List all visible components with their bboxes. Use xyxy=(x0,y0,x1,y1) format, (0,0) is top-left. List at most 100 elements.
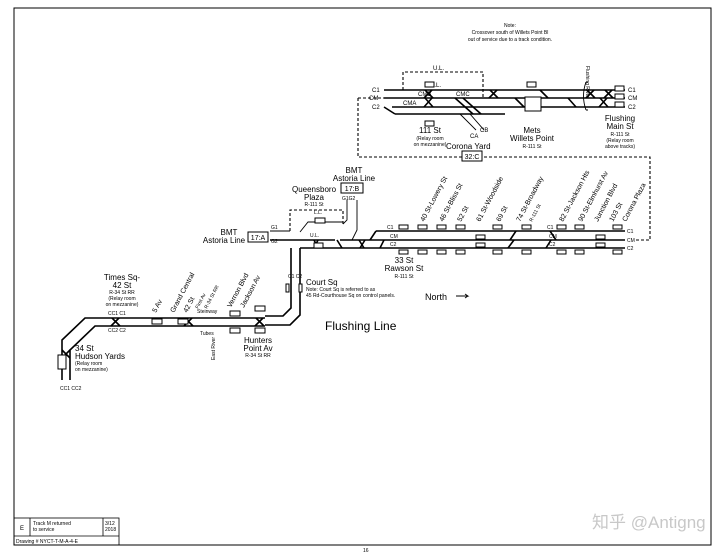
svg-text:Tubes: Tubes xyxy=(200,331,214,337)
station-court-sq: Court Sq Note: Court Sq is referred to a… xyxy=(285,278,395,299)
svg-text:R-111 St: R-111 St xyxy=(305,202,325,208)
station-rawson-st: 33 St Rawson St R-111 St xyxy=(385,256,424,280)
signal-tower xyxy=(524,96,542,112)
svg-text:out of service due to a track: out of service due to a track condition. xyxy=(468,37,552,43)
station-hudson-yards: 34 St Hudson Yards (Relay room on mezzan… xyxy=(75,344,125,373)
svg-text:CM: CM xyxy=(390,234,398,240)
svg-text:CA: CA xyxy=(470,134,478,140)
north-arrow: North xyxy=(425,292,470,302)
svg-text:3/12: 3/12 xyxy=(105,521,115,527)
svg-text:CC2 C2: CC2 C2 xyxy=(108,328,126,334)
queens-track-labels: C1 CM C2 C1 CM C2 C1 CM C2 G1 G2 U.L. L.… xyxy=(271,196,635,280)
station-mets-willets-point: Mets Willets Point R-111 St xyxy=(510,126,555,150)
rotated-station-names: 40 St-Lowery St 46 St-Bliss St 52 St 61 … xyxy=(420,169,648,223)
page-number: 16 xyxy=(363,548,369,553)
svg-text:Astoria Line: Astoria Line xyxy=(333,174,376,183)
crossover-note: Note: Crossover south of Willets Point B… xyxy=(468,23,552,43)
svg-text:C1: C1 xyxy=(547,225,554,231)
svg-text:Hunters: Hunters xyxy=(244,336,272,345)
svg-text:CM: CM xyxy=(369,96,378,102)
manhattan-rotated-names: 5 Av Grand Central 42 St First Av R-34 S… xyxy=(152,271,263,313)
svg-text:Hudson Yards: Hudson Yards xyxy=(75,352,125,361)
svg-text:to service: to service xyxy=(33,527,55,533)
svg-text:Steinway: Steinway xyxy=(197,309,218,315)
svg-text:BMT: BMT xyxy=(221,228,238,237)
svg-text:33 St: 33 St xyxy=(395,256,414,265)
svg-text:above tracks): above tracks) xyxy=(605,144,635,150)
svg-text:(Relay room: (Relay room xyxy=(416,136,443,142)
svg-text:(Relay room: (Relay room xyxy=(606,138,633,144)
svg-text:Point Av: Point Av xyxy=(243,344,272,353)
svg-text:C1 C2: C1 C2 xyxy=(288,274,302,280)
svg-text:Plaza: Plaza xyxy=(304,193,325,202)
svg-text:34 St: 34 St xyxy=(75,344,94,353)
svg-text:Corona Yard: Corona Yard xyxy=(446,142,491,151)
svg-text:Court Sq: Court Sq xyxy=(306,278,338,287)
svg-text:42 St: 42 St xyxy=(183,296,197,314)
station-hunters-point: Hunters Point Av R-34 St RR xyxy=(243,336,272,359)
svg-text:CC1 CC2: CC1 CC2 xyxy=(60,386,82,392)
svg-text:R-111 St: R-111 St xyxy=(523,144,543,150)
svg-text:45 Rd-Courthouse Sq on control: 45 Rd-Courthouse Sq on control panels. xyxy=(306,293,395,299)
svg-text:Queensboro: Queensboro xyxy=(292,185,337,194)
station-queensboro-plaza: Queensboro Plaza R-111 St xyxy=(292,185,337,208)
page-border xyxy=(13,7,712,546)
svg-text:69 St: 69 St xyxy=(496,205,510,223)
svg-text:C1: C1 xyxy=(372,88,380,94)
queens-tracks xyxy=(265,200,625,326)
connection-box-32c: 32:C xyxy=(465,154,480,161)
svg-text:17:A: 17:A xyxy=(251,235,266,242)
svg-text:C2: C2 xyxy=(628,105,636,111)
svg-text:52 St: 52 St xyxy=(457,205,471,223)
manhattan-labels: CC1 C1 CC2 C2 CC1 CC2 Steinway Tubes Eas… xyxy=(60,309,218,392)
revision-block: E Track M returned to service 3/12 2018 … xyxy=(13,517,120,546)
svg-text:C2: C2 xyxy=(372,105,380,111)
svg-text:on mezzanine): on mezzanine) xyxy=(106,302,139,308)
svg-text:(Relay room: (Relay room xyxy=(108,296,135,302)
svg-text:CB: CB xyxy=(480,128,488,134)
svg-text:L.L.: L.L. xyxy=(431,83,441,89)
svg-text:R-34 St RR: R-34 St RR xyxy=(109,290,135,296)
east-river-label: East River xyxy=(211,337,217,360)
svg-text:C1: C1 xyxy=(628,88,636,94)
manhattan-platforms xyxy=(151,305,266,334)
flushing-upper-tracks xyxy=(357,71,651,241)
svg-text:U.L.: U.L. xyxy=(433,66,444,72)
svg-text:Note:: Note: xyxy=(504,23,516,29)
svg-text:C1: C1 xyxy=(387,225,394,231)
svg-text:G1: G1 xyxy=(271,225,278,231)
svg-text:G1G2: G1G2 xyxy=(342,196,356,202)
station-flushing-main-st: Flushing Main St R-111 St (Relay room ab… xyxy=(605,114,635,150)
svg-text:on mezzanine): on mezzanine) xyxy=(414,142,447,148)
svg-text:Astoria Line: Astoria Line xyxy=(203,236,246,245)
svg-text:C2: C2 xyxy=(390,242,397,248)
svg-text:BMT: BMT xyxy=(346,166,363,175)
svg-text:R-34 St RR: R-34 St RR xyxy=(245,353,271,359)
svg-text:R-111 St: R-111 St xyxy=(395,274,415,280)
svg-text:R-111 St: R-111 St xyxy=(611,132,631,138)
svg-text:U.L.: U.L. xyxy=(310,233,319,239)
svg-text:Rawson St: Rawson St xyxy=(385,264,424,273)
svg-text:North: North xyxy=(425,292,447,302)
svg-text:CMC: CMC xyxy=(456,92,470,98)
svg-text:Main St: Main St xyxy=(606,122,634,131)
station-111-st: 111 St (Relay room on mezzanine) xyxy=(414,126,447,148)
svg-text:Drawing # NYCT-T-M-A-4-E: Drawing # NYCT-T-M-A-4-E xyxy=(16,539,79,545)
svg-text:Track M returned: Track M returned xyxy=(33,521,71,527)
svg-text:CM: CM xyxy=(549,234,557,240)
svg-text:Corona Plaza: Corona Plaza xyxy=(622,182,648,223)
svg-text:2018: 2018 xyxy=(105,527,116,533)
svg-text:Note: Court Sq is referred to: Note: Court Sq is referred to as xyxy=(306,287,376,293)
svg-text:Crossover south of Willets Poi: Crossover south of Willets Point Bl xyxy=(472,30,549,36)
connection-bmt-astoria-a: BMT Astoria Line 17:A xyxy=(203,228,269,245)
station-times-sq: Times Sq- 42 St R-34 St RR (Relay room o… xyxy=(104,273,140,308)
svg-text:G2: G2 xyxy=(271,239,278,245)
svg-text:CM: CM xyxy=(627,238,635,244)
svg-text:C2: C2 xyxy=(549,242,556,248)
svg-text:5 Av: 5 Av xyxy=(152,298,165,314)
manhattan-tracks xyxy=(57,317,265,380)
svg-text:17:B: 17:B xyxy=(345,186,360,193)
svg-text:C1: C1 xyxy=(627,229,634,235)
svg-text:Flushing: Flushing xyxy=(605,114,635,123)
